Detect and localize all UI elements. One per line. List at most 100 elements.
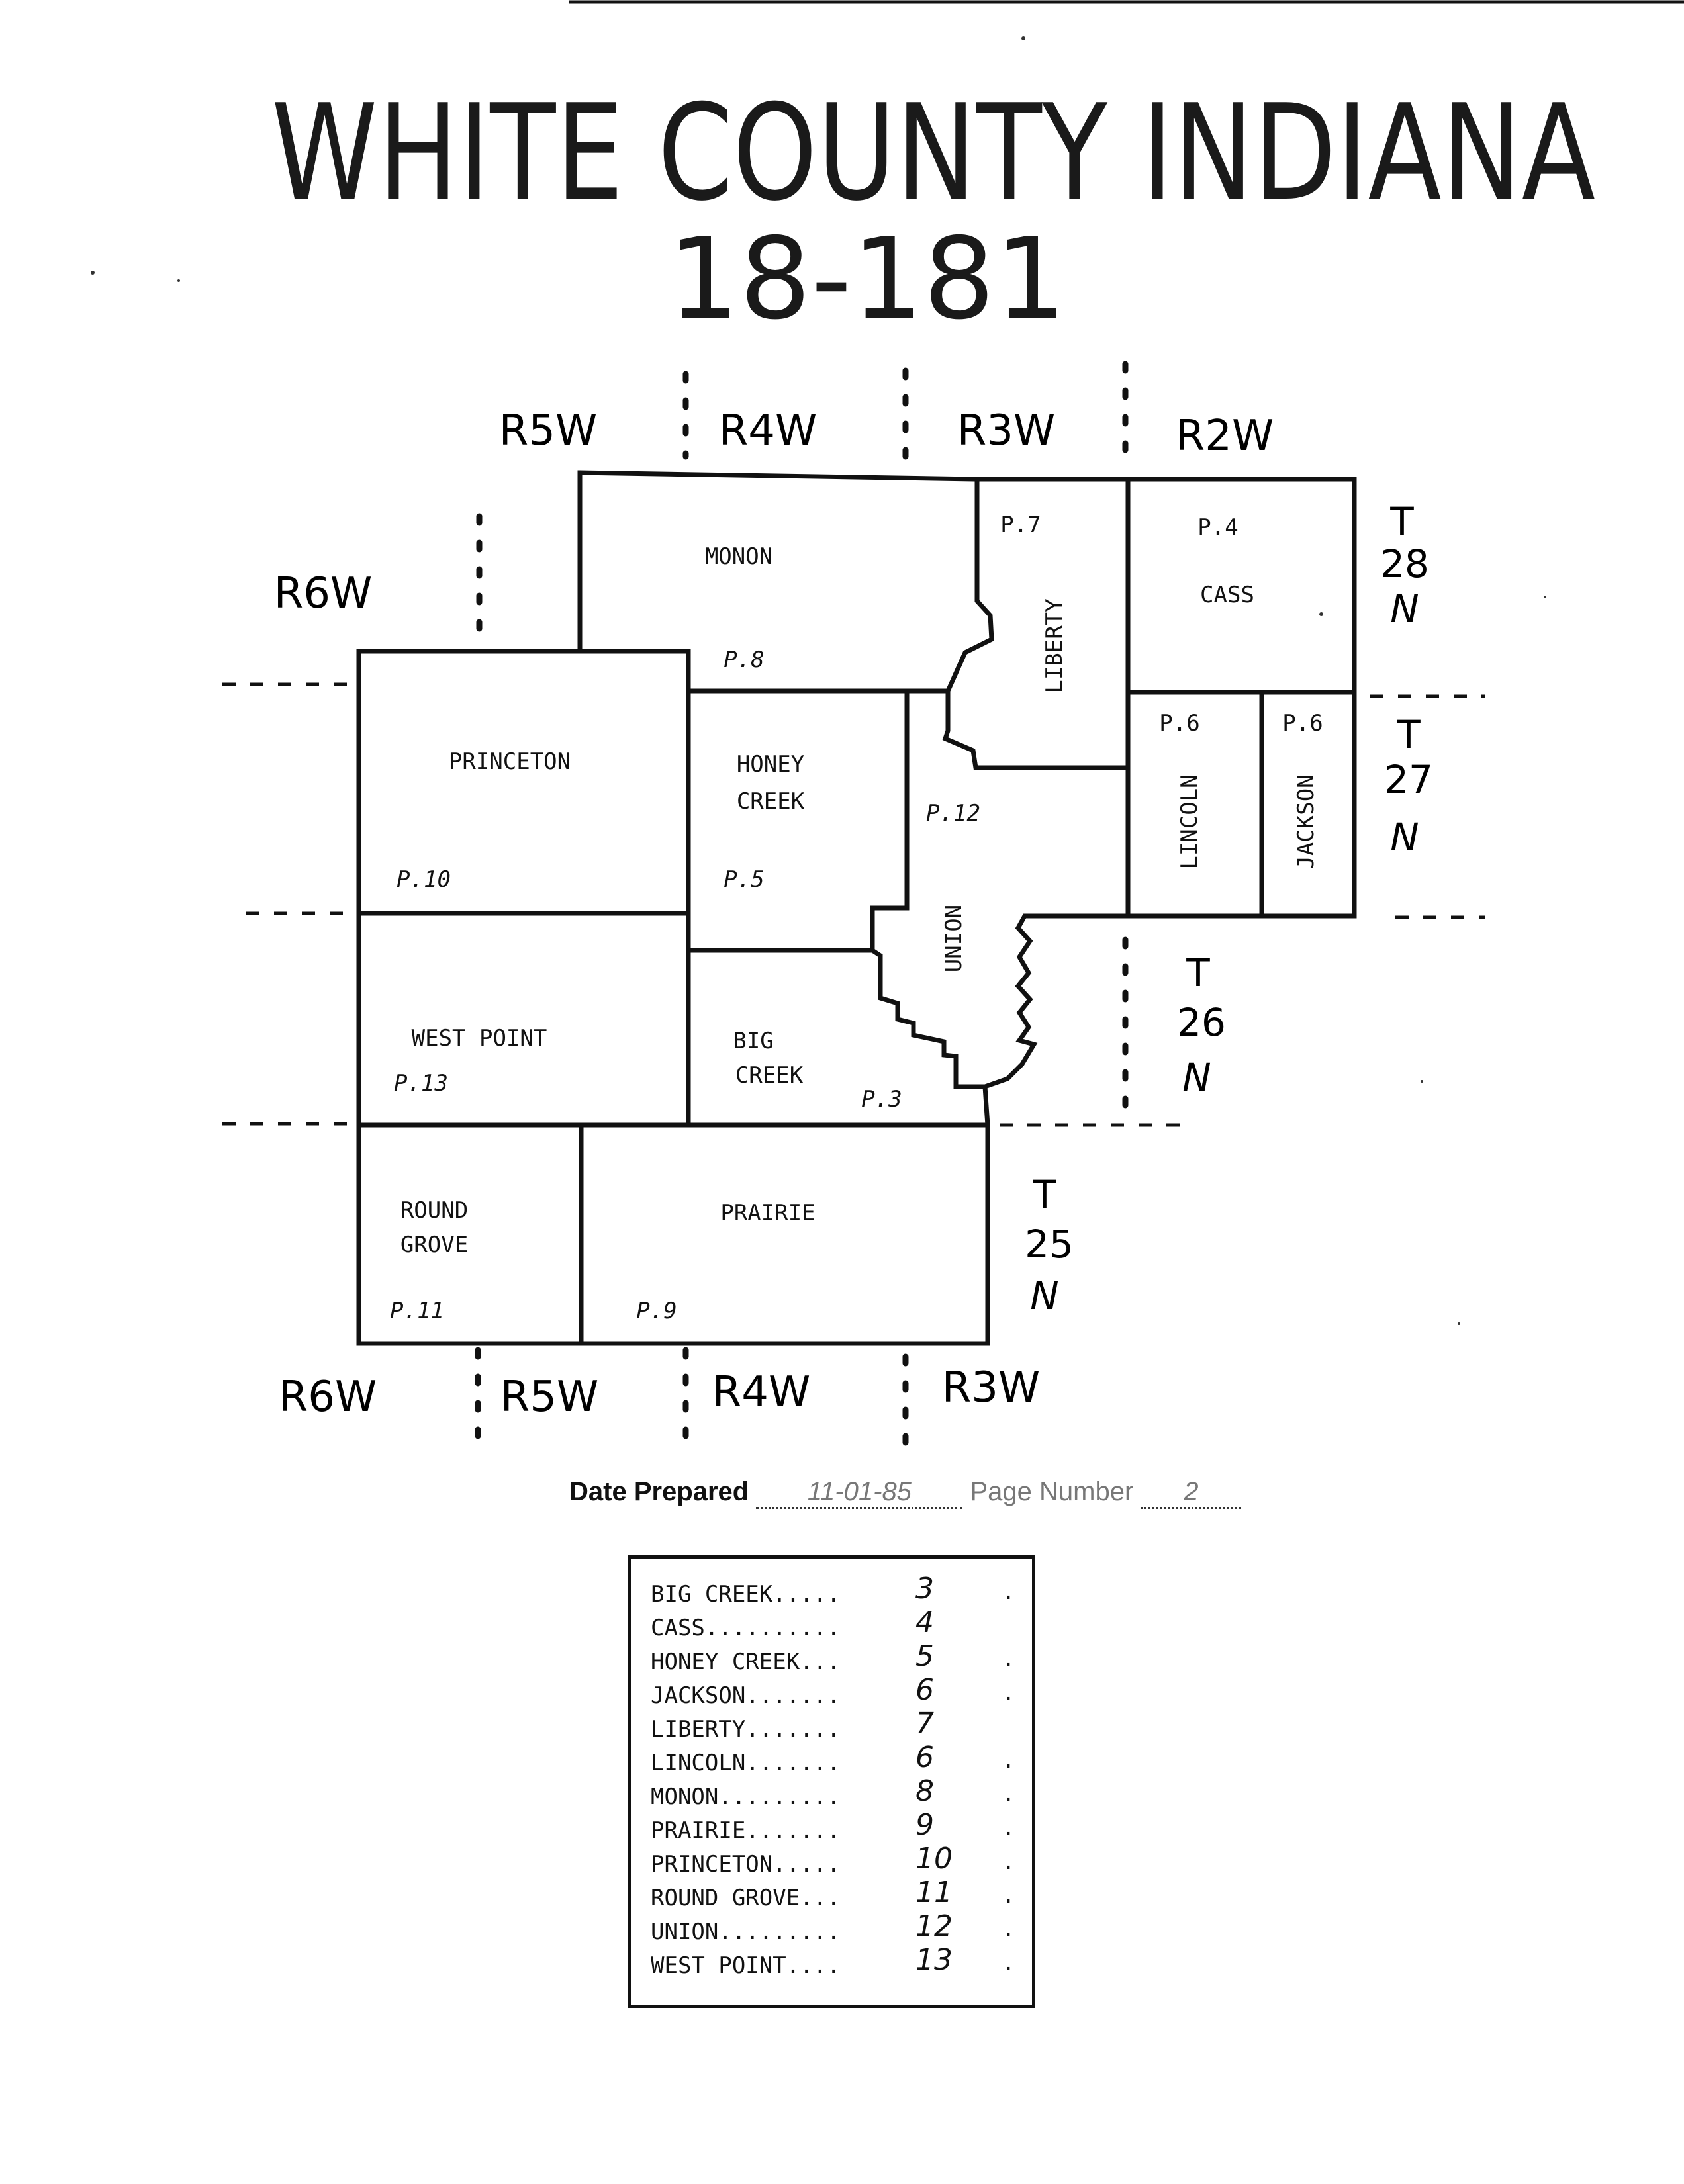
svg-text:T: T bbox=[1032, 1172, 1056, 1217]
region-bigcreek-name-line2: CREEK bbox=[735, 1062, 804, 1089]
svg-text:T: T bbox=[1389, 499, 1414, 544]
range-label-top-r5w: R5W bbox=[499, 406, 597, 455]
region-lincoln-page: P.6 bbox=[1159, 710, 1199, 737]
svg-text:T: T bbox=[1396, 712, 1421, 757]
index-row: LIBERTY....... 7 bbox=[651, 1707, 1032, 1750]
index-row: ROUND GROVE...11. bbox=[651, 1876, 1015, 1911]
region-monon-page: P.8 bbox=[724, 647, 764, 673]
index-page: 12 bbox=[915, 1909, 953, 1943]
region-prairie-page: P.9 bbox=[636, 1298, 677, 1324]
svg-text:25: 25 bbox=[1025, 1222, 1074, 1267]
region-jackson-name: JACKSON bbox=[1293, 774, 1319, 869]
range-label-top-r2w: R2W bbox=[1176, 412, 1274, 461]
range-label-left-r6w: R6W bbox=[274, 569, 372, 618]
index-page: 6 bbox=[915, 1741, 934, 1774]
index-page: 8 bbox=[915, 1774, 934, 1808]
township-label-t28n: T 28 N bbox=[1380, 499, 1429, 631]
township-index-box: BIG CREEK.....3. CASS..........4 HONEY C… bbox=[628, 1555, 1035, 2008]
region-bigcreek-name-line1: BIG bbox=[733, 1028, 773, 1054]
index-page: 3 bbox=[915, 1572, 934, 1606]
index-row: CASS..........4 bbox=[651, 1606, 1032, 1649]
page-number-value: 2 bbox=[1141, 1477, 1242, 1509]
index-page: 9 bbox=[915, 1808, 934, 1842]
index-page: 7 bbox=[915, 1707, 934, 1741]
date-prepared-value: 11-01-85 bbox=[756, 1477, 963, 1509]
index-name: BIG CREEK..... bbox=[651, 1581, 841, 1608]
region-cass-name: CASS bbox=[1200, 582, 1254, 608]
index-page: 13 bbox=[915, 1943, 953, 1977]
svg-text:N: N bbox=[1182, 1055, 1211, 1100]
index-row: BIG CREEK.....3. bbox=[651, 1572, 1015, 1608]
map-code: 18-181 bbox=[668, 214, 1066, 345]
region-roundgrove-name-line2: GROVE bbox=[400, 1232, 468, 1258]
date-prepared-label: Date Prepared bbox=[569, 1477, 749, 1506]
index-page: 5 bbox=[915, 1639, 934, 1673]
index-page: 4 bbox=[915, 1606, 934, 1639]
index-name: WEST POINT.... bbox=[651, 1952, 841, 1979]
range-label-bottom-r4w: R4W bbox=[712, 1368, 810, 1417]
svg-text:N: N bbox=[1390, 586, 1419, 631]
township-label-t25n: T 25 N bbox=[1025, 1172, 1074, 1318]
svg-text:28: 28 bbox=[1380, 541, 1429, 586]
index-name: HONEY CREEK... bbox=[651, 1649, 841, 1675]
index-row: PRAIRIE.......9. bbox=[651, 1808, 1015, 1844]
township-label-t26n: T 26 N bbox=[1177, 950, 1226, 1100]
range-label-bottom-r5w: R5W bbox=[500, 1373, 598, 1422]
date-page-line: Date Prepared 11-01-85 Page Number 2 bbox=[569, 1477, 1242, 1509]
svg-text:26: 26 bbox=[1177, 1000, 1226, 1045]
index-row: HONEY CREEK...5. bbox=[651, 1639, 1015, 1675]
region-westpoint-page: P.13 bbox=[394, 1070, 448, 1097]
region-monon-name: MONON bbox=[705, 543, 772, 570]
region-honeycreek-name-line1: HONEY bbox=[737, 751, 804, 778]
page-number-label: Page Number bbox=[970, 1477, 1134, 1506]
index-name: PRAIRIE....... bbox=[651, 1817, 841, 1844]
region-union-name: UNION bbox=[941, 905, 967, 972]
boundary-union-west bbox=[870, 691, 985, 1089]
map-title: WHITE COUNTY INDIANA bbox=[271, 76, 1595, 230]
boundary-monon-princeton bbox=[580, 649, 691, 691]
index-row: JACKSON.......6. bbox=[651, 1673, 1015, 1709]
region-cass-page: P.4 bbox=[1197, 514, 1238, 541]
scan-speckles bbox=[91, 36, 1546, 1325]
region-roundgrove-page: P.11 bbox=[390, 1298, 444, 1324]
svg-text:T: T bbox=[1186, 950, 1210, 995]
region-lincoln-name: LINCOLN bbox=[1176, 774, 1203, 869]
region-prairie-name: PRAIRIE bbox=[720, 1200, 815, 1226]
index-page: 6 bbox=[915, 1673, 934, 1707]
region-honeycreek-name-line2: CREEK bbox=[737, 788, 805, 815]
svg-text:N: N bbox=[1030, 1273, 1058, 1318]
index-name: LINCOLN....... bbox=[651, 1750, 841, 1776]
index-name: ROUND GROVE... bbox=[651, 1885, 841, 1911]
index-name: MONON......... bbox=[651, 1784, 841, 1810]
range-label-bottom-r6w: R6W bbox=[279, 1373, 377, 1422]
boundary-liberty-west bbox=[942, 479, 1128, 770]
index-page: 10 bbox=[915, 1842, 953, 1876]
county-map: WHITE COUNTY INDIANA 18-181 R5W R4W R3W … bbox=[91, 0, 1684, 1453]
index-row: WEST POINT....13. bbox=[651, 1943, 1015, 1979]
region-jackson-page: P.6 bbox=[1282, 710, 1323, 737]
index-name: UNION......... bbox=[651, 1919, 841, 1945]
index-name: PRINCETON..... bbox=[651, 1851, 841, 1878]
index-row: MONON.........8. bbox=[651, 1774, 1015, 1810]
township-label-t27n: T 27 N bbox=[1384, 712, 1433, 860]
index-name: JACKSON....... bbox=[651, 1682, 841, 1709]
region-honeycreek-page: P.5 bbox=[724, 866, 764, 893]
range-label-top-r3w: R3W bbox=[957, 406, 1055, 455]
township-boundaries bbox=[356, 470, 1357, 1346]
index-page: 11 bbox=[915, 1876, 953, 1909]
index-row: PRINCETON.....10. bbox=[651, 1842, 1015, 1878]
index-row: LINCOLN.......6. bbox=[651, 1741, 1015, 1776]
region-union-page: P.12 bbox=[926, 800, 980, 827]
index-row: UNION.........12. bbox=[651, 1909, 1015, 1945]
region-westpoint-name: WEST POINT bbox=[412, 1025, 547, 1052]
range-label-bottom-r3w: R3W bbox=[942, 1363, 1040, 1412]
svg-text:N: N bbox=[1390, 815, 1419, 860]
region-liberty-name: LIBERTY bbox=[1041, 598, 1068, 693]
region-bigcreek-page: P.3 bbox=[861, 1086, 902, 1113]
region-liberty-page: P.7 bbox=[1000, 512, 1041, 538]
range-label-top-r4w: R4W bbox=[719, 406, 817, 455]
index-name: LIBERTY....... bbox=[651, 1716, 841, 1743]
region-roundgrove-name-line1: ROUND bbox=[400, 1197, 468, 1224]
region-princeton-page: P.10 bbox=[397, 866, 451, 893]
svg-text:27: 27 bbox=[1384, 757, 1433, 802]
